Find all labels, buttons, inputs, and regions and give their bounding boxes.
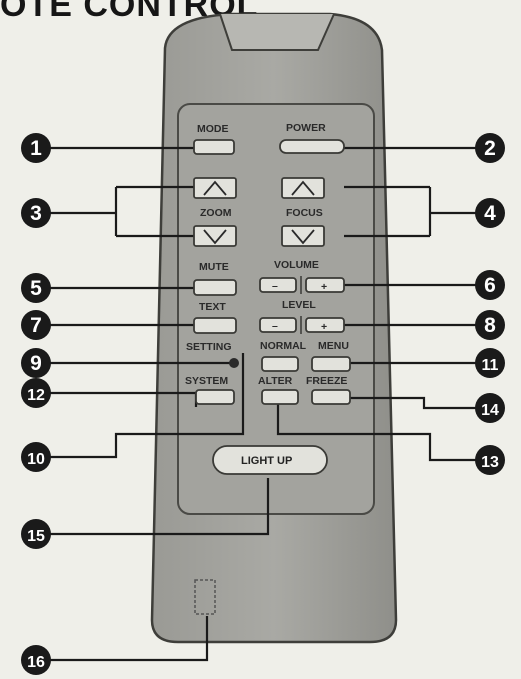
svg-text:16: 16 [27,654,45,671]
callout-14: 14 [475,393,505,423]
volume-label: VOLUME [274,259,319,271]
chevron-down-icon [203,229,227,245]
setting-label: SETTING [186,341,232,353]
svg-text:9: 9 [30,352,42,375]
alter-label: ALTER [258,375,293,387]
mode-button[interactable] [193,139,235,155]
svg-text:5: 5 [30,277,42,300]
menu-label: MENU [318,340,349,352]
normal-button[interactable] [261,356,299,372]
svg-text:7: 7 [30,314,42,337]
power-button[interactable] [279,139,345,154]
focus-label: FOCUS [286,207,323,219]
callout-7: 7 [21,310,51,340]
callout-15: 15 [21,519,51,549]
chevron-down-icon [291,229,315,245]
callout-5: 5 [21,273,51,303]
callout-9: 9 [21,348,51,378]
mute-button[interactable] [193,279,237,296]
svg-text:6: 6 [484,274,496,297]
system-label: SYSTEM [185,375,228,387]
plus-label: + [321,281,327,293]
svg-text:11: 11 [482,357,499,374]
focus-up-button[interactable] [281,177,325,199]
volume-minus-button[interactable] [259,277,297,293]
callout-16: 16 [21,645,51,675]
callout-6: 6 [475,270,505,300]
menu-button[interactable] [311,356,351,372]
freeze-label: FREEZE [306,375,347,387]
callout-8: 8 [475,310,505,340]
svg-text:15: 15 [27,528,45,545]
svg-text:13: 13 [481,454,499,471]
callout-badges: 1 2 3 4 5 6 7 8 9 10 11 12 13 14 15 16 [21,133,505,675]
mode-label: MODE [197,123,229,135]
remote-top-notch [219,13,335,51]
plus-label: + [321,321,327,333]
svg-text:12: 12 [27,387,45,404]
minus-label: – [272,280,278,292]
button-panel [177,103,375,515]
callout-13: 13 [475,445,505,475]
svg-text:2: 2 [484,137,496,160]
svg-text:14: 14 [481,402,499,419]
chevron-up-icon [203,180,227,196]
power-label: POWER [286,122,326,134]
callout-lines [48,146,478,662]
callout-1: 1 [21,133,51,163]
alter-button[interactable] [261,389,299,405]
callout-2: 2 [475,133,505,163]
volume-plus-button[interactable] [305,277,345,293]
setting-key[interactable] [229,358,239,368]
level-plus-button[interactable] [305,317,345,333]
text-label: TEXT [199,301,226,313]
callout-3: 3 [21,198,51,228]
freeze-button[interactable] [311,389,351,405]
zoom-label: ZOOM [200,207,232,219]
text-button[interactable] [193,317,237,334]
callout-11: 11 [475,348,505,378]
callout-12: 12 [21,378,51,408]
minus-label: – [272,320,278,332]
level-label: LEVEL [282,299,316,311]
svg-text:4: 4 [484,202,496,225]
normal-label: NORMAL [260,340,307,352]
light-up-label: LIGHT UP [241,455,292,467]
callout-10: 10 [21,442,51,472]
ir-emitter-icon [194,579,216,615]
light-up-button[interactable] [212,445,328,475]
system-button[interactable] [195,389,235,405]
svg-text:10: 10 [27,451,45,468]
svg-text:8: 8 [484,314,496,337]
mute-label: MUTE [199,261,229,273]
svg-text:1: 1 [30,137,42,160]
callout-4: 4 [475,198,505,228]
chevron-up-icon [291,180,315,196]
svg-text:3: 3 [30,202,42,225]
level-minus-button[interactable] [259,317,297,333]
zoom-up-button[interactable] [193,177,237,199]
